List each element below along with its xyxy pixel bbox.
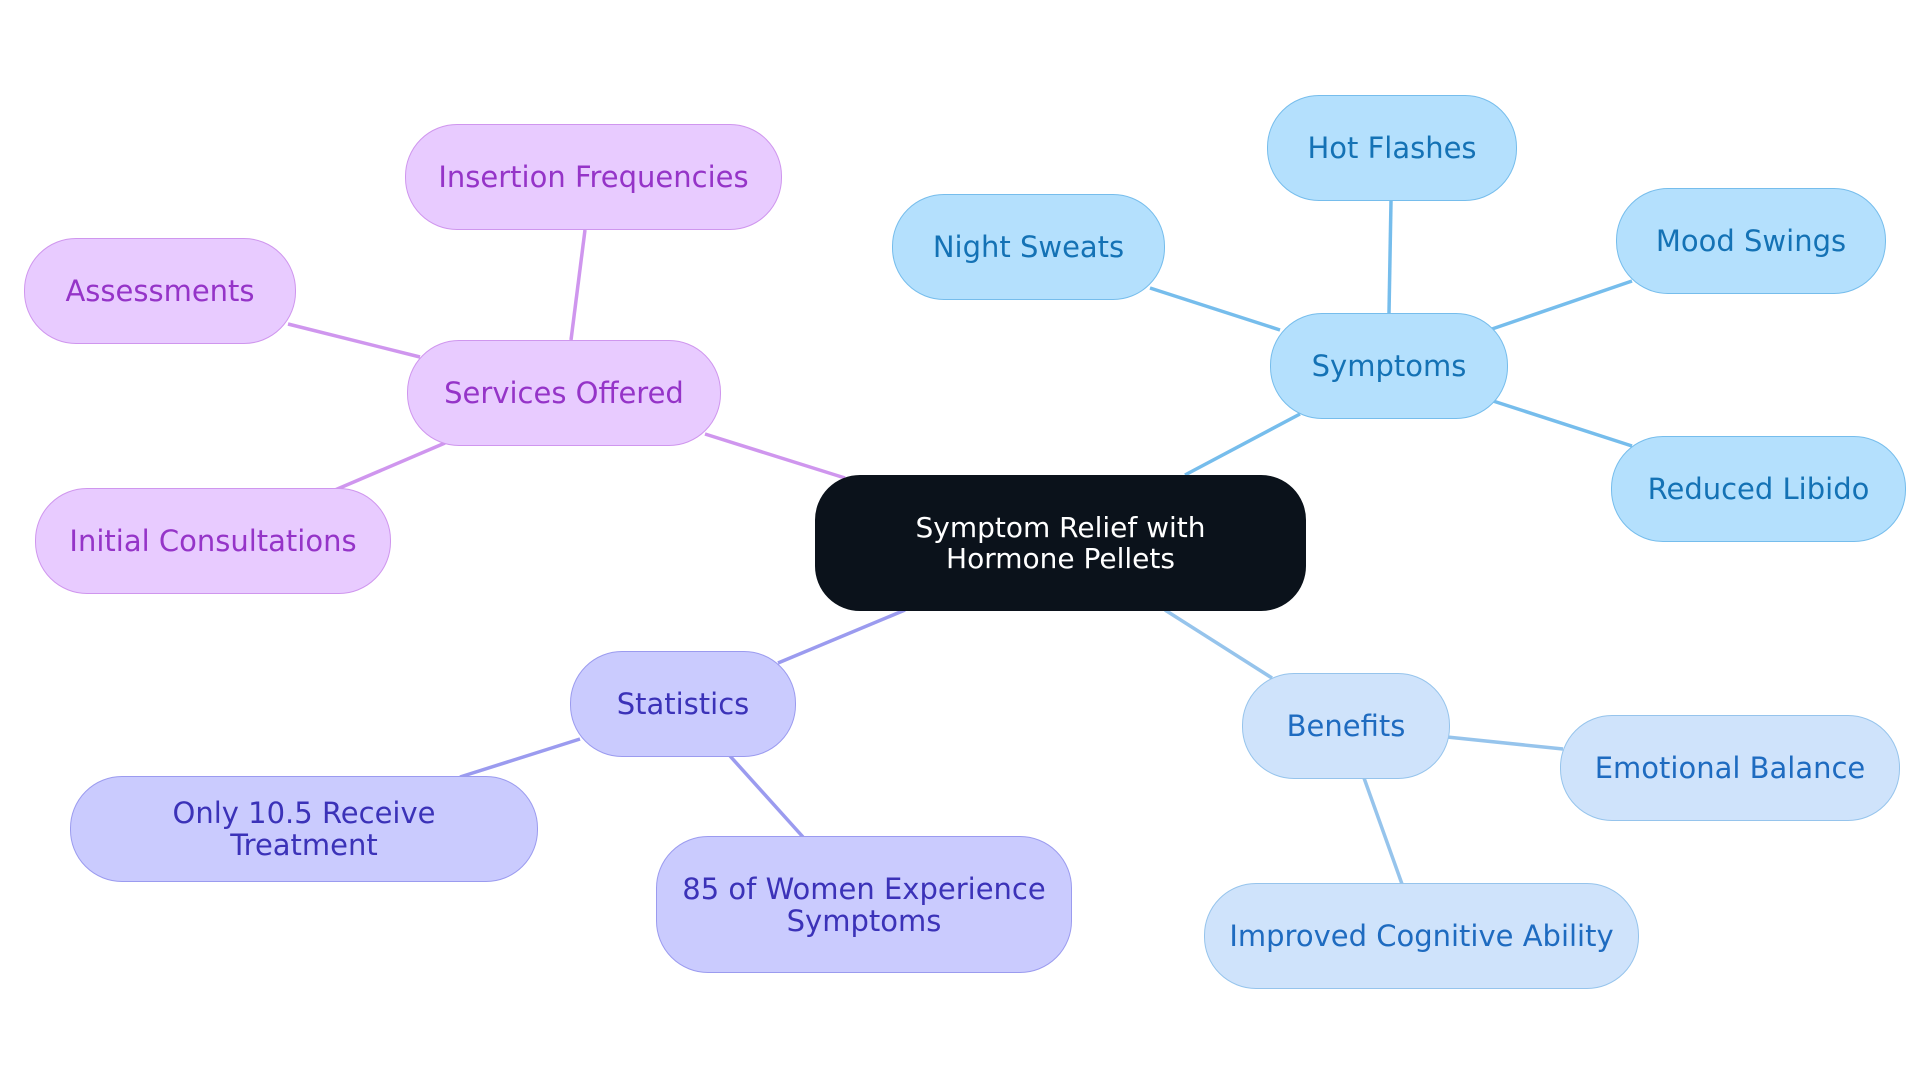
branch-services-offered[interactable]: Services Offered — [407, 340, 721, 446]
branch-statistics-label: Statistics — [616, 687, 750, 721]
branch-services-offered-label: Services Offered — [444, 376, 684, 410]
leaf-improved-cognitive-ability-label: Improved Cognitive Ability — [1229, 919, 1614, 953]
edge-services-insertion — [569, 229, 587, 341]
edge-services-consultations — [334, 441, 446, 492]
edge-benefits-cognitive — [1362, 777, 1404, 885]
leaf-emotional-balance[interactable]: Emotional Balance — [1560, 715, 1900, 821]
leaf-emotional-balance-label: Emotional Balance — [1594, 751, 1866, 785]
edge-root-statistics — [777, 608, 906, 665]
leaf-hot-flashes-label: Hot Flashes — [1307, 131, 1477, 165]
leaf-reduced-libido-label: Reduced Libido — [1647, 472, 1870, 506]
edge-root-benefits — [1164, 608, 1273, 680]
edge-root-symptoms — [1184, 412, 1301, 477]
leaf-night-sweats-label: Night Sweats — [932, 230, 1125, 264]
leaf-women-experience-symptoms-label: 85 of Women Experience Symptoms — [682, 871, 1046, 938]
edge-statistics-treatment — [459, 737, 581, 779]
leaf-reduced-libido[interactable]: Reduced Libido — [1611, 436, 1906, 542]
leaf-improved-cognitive-ability[interactable]: Improved Cognitive Ability — [1204, 883, 1639, 989]
edge-statistics-women — [728, 754, 805, 839]
edge-symptoms-libido — [1489, 398, 1633, 448]
edge-symptoms-night-sweats — [1149, 286, 1281, 332]
edge-benefits-emotional — [1446, 735, 1564, 751]
edge-root-services — [704, 432, 846, 480]
leaf-mood-swings-label: Mood Swings — [1655, 224, 1847, 258]
branch-benefits-label: Benefits — [1286, 709, 1406, 743]
leaf-only-receive-treatment-label: Only 10.5 Receive Treatment — [172, 796, 436, 862]
central-topic-node[interactable]: Symptom Relief with Hormone Pellets — [815, 475, 1306, 611]
central-topic-label: Symptom Relief with Hormone Pellets — [915, 511, 1206, 575]
edge-symptoms-hot-flashes — [1387, 200, 1393, 314]
leaf-initial-consultations[interactable]: Initial Consultations — [35, 488, 391, 594]
leaf-insertion-frequencies[interactable]: Insertion Frequencies — [405, 124, 782, 230]
leaf-night-sweats[interactable]: Night Sweats — [892, 194, 1165, 300]
leaf-initial-consultations-label: Initial Consultations — [69, 524, 357, 558]
leaf-assessments[interactable]: Assessments — [24, 238, 296, 344]
leaf-only-receive-treatment[interactable]: Only 10.5 Receive Treatment — [70, 776, 538, 882]
branch-symptoms[interactable]: Symptoms — [1270, 313, 1508, 419]
leaf-insertion-frequencies-label: Insertion Frequencies — [438, 160, 749, 194]
leaf-mood-swings[interactable]: Mood Swings — [1616, 188, 1886, 294]
edge-services-assessments — [287, 322, 421, 359]
leaf-assessments-label: Assessments — [65, 274, 255, 308]
edge-symptoms-mood-swings — [1491, 279, 1633, 331]
leaf-women-experience-symptoms[interactable]: 85 of Women Experience Symptoms — [656, 836, 1072, 973]
branch-benefits[interactable]: Benefits — [1242, 673, 1450, 779]
branch-statistics[interactable]: Statistics — [570, 651, 796, 757]
leaf-hot-flashes[interactable]: Hot Flashes — [1267, 95, 1517, 201]
branch-symptoms-label: Symptoms — [1311, 349, 1467, 383]
